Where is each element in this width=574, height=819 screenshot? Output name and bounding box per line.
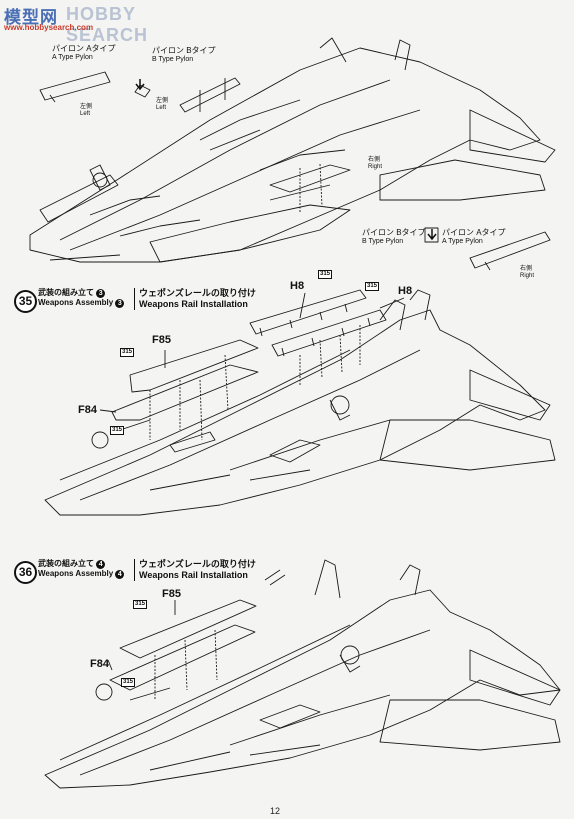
badge-315-6: 315 bbox=[121, 678, 136, 687]
part-h8-right: H8 bbox=[398, 285, 413, 297]
left-label-en-2: Left bbox=[156, 105, 167, 111]
pylon-b-right-jp: パイロン Bタイプ bbox=[362, 228, 426, 237]
step-36-bracket bbox=[134, 559, 135, 581]
badge-315-5: 315 bbox=[133, 600, 148, 609]
step-35-sub-en: Weapons Rail Installation bbox=[139, 299, 248, 309]
part-f85: F85 bbox=[152, 334, 171, 346]
watermark: 模型网 HOBBY SEARCH www.hobbysearch.com bbox=[0, 0, 200, 45]
step-35-title-jp: 武装の組み立て bbox=[38, 288, 94, 297]
right-label-en: Right bbox=[368, 164, 383, 170]
step-36-title-jp: 武装の組み立て bbox=[38, 559, 94, 568]
badge-315-1: 315 bbox=[318, 270, 333, 279]
page-number: 12 bbox=[270, 806, 281, 816]
step-35-circle-num: 3 bbox=[96, 289, 106, 298]
step-35-subtitle: ウェポンズレールの取り付け Weapons Rail Installation bbox=[139, 288, 256, 310]
step36-aircraft-drawing bbox=[44, 559, 561, 789]
part-f85-36: F85 bbox=[162, 588, 181, 600]
part-f84-36: F84 bbox=[90, 658, 109, 670]
step-36-circle-num-en: 4 bbox=[115, 570, 125, 579]
badge-315-4: 315 bbox=[110, 426, 125, 435]
part-h8-left: H8 bbox=[290, 280, 305, 292]
step-36-subtitle: ウェポンズレールの取り付け Weapons Rail Installation bbox=[139, 559, 256, 581]
right-label-jp-2: 右側 bbox=[520, 266, 533, 272]
step-36-circle-num: 4 bbox=[96, 560, 106, 569]
step-35-number: 35 bbox=[14, 290, 37, 313]
badge-315-3: 315 bbox=[120, 348, 135, 357]
badge-315-2: 315 bbox=[365, 282, 380, 291]
pylon-a-left-jp: パイロン Aタイプ bbox=[52, 44, 116, 53]
step35-aircraft-drawing bbox=[44, 289, 556, 516]
step-36-title-en: Weapons Assembly bbox=[38, 569, 114, 578]
step-36-sub-en: Weapons Rail Installation bbox=[139, 570, 248, 580]
watermark-site: www.hobbysearch.com bbox=[4, 23, 94, 32]
step-35-sub-jp: ウェポンズレールの取り付け bbox=[139, 288, 256, 298]
left-label-jp-1: 左側 bbox=[80, 104, 93, 110]
step-35-title-en: Weapons Assembly bbox=[38, 298, 114, 307]
step-36-number: 36 bbox=[14, 561, 37, 584]
pylon-a-right-jp: パイロン Aタイプ bbox=[442, 228, 506, 237]
left-label-en-1: Left bbox=[80, 111, 91, 117]
pylon-a-left-en: A Type Pylon bbox=[52, 54, 93, 61]
pylon-a-right-en: A Type Pylon bbox=[442, 238, 483, 245]
part-f84: F84 bbox=[78, 404, 97, 416]
right-label-jp: 右側 bbox=[368, 157, 381, 163]
top-aircraft-drawing bbox=[29, 37, 556, 271]
pylon-b-right-en: B Type Pylon bbox=[362, 238, 404, 245]
watermark-search-text: HOBBY SEARCH bbox=[66, 4, 149, 45]
pylon-b-left-en: B Type Pylon bbox=[152, 56, 194, 63]
step-36-sub-jp: ウェポンズレールの取り付け bbox=[139, 559, 256, 569]
arrow-down-icon-right bbox=[427, 229, 437, 241]
step-35-bracket bbox=[134, 288, 135, 310]
right-label-en-2: Right bbox=[520, 273, 535, 279]
pylon-b-left-jp: パイロン Bタイプ bbox=[152, 46, 216, 55]
watermark-logo: 模型网 bbox=[4, 8, 58, 28]
step-35-title: 武装の組み立て 3 Weapons Assembly 3 bbox=[38, 288, 125, 308]
step-36-title: 武装の組み立て 4 Weapons Assembly 4 bbox=[38, 559, 125, 579]
left-label-jp-2: 左側 bbox=[156, 98, 169, 104]
step-35-circle-num-en: 3 bbox=[115, 299, 125, 308]
arrow-down-icon bbox=[135, 79, 145, 91]
